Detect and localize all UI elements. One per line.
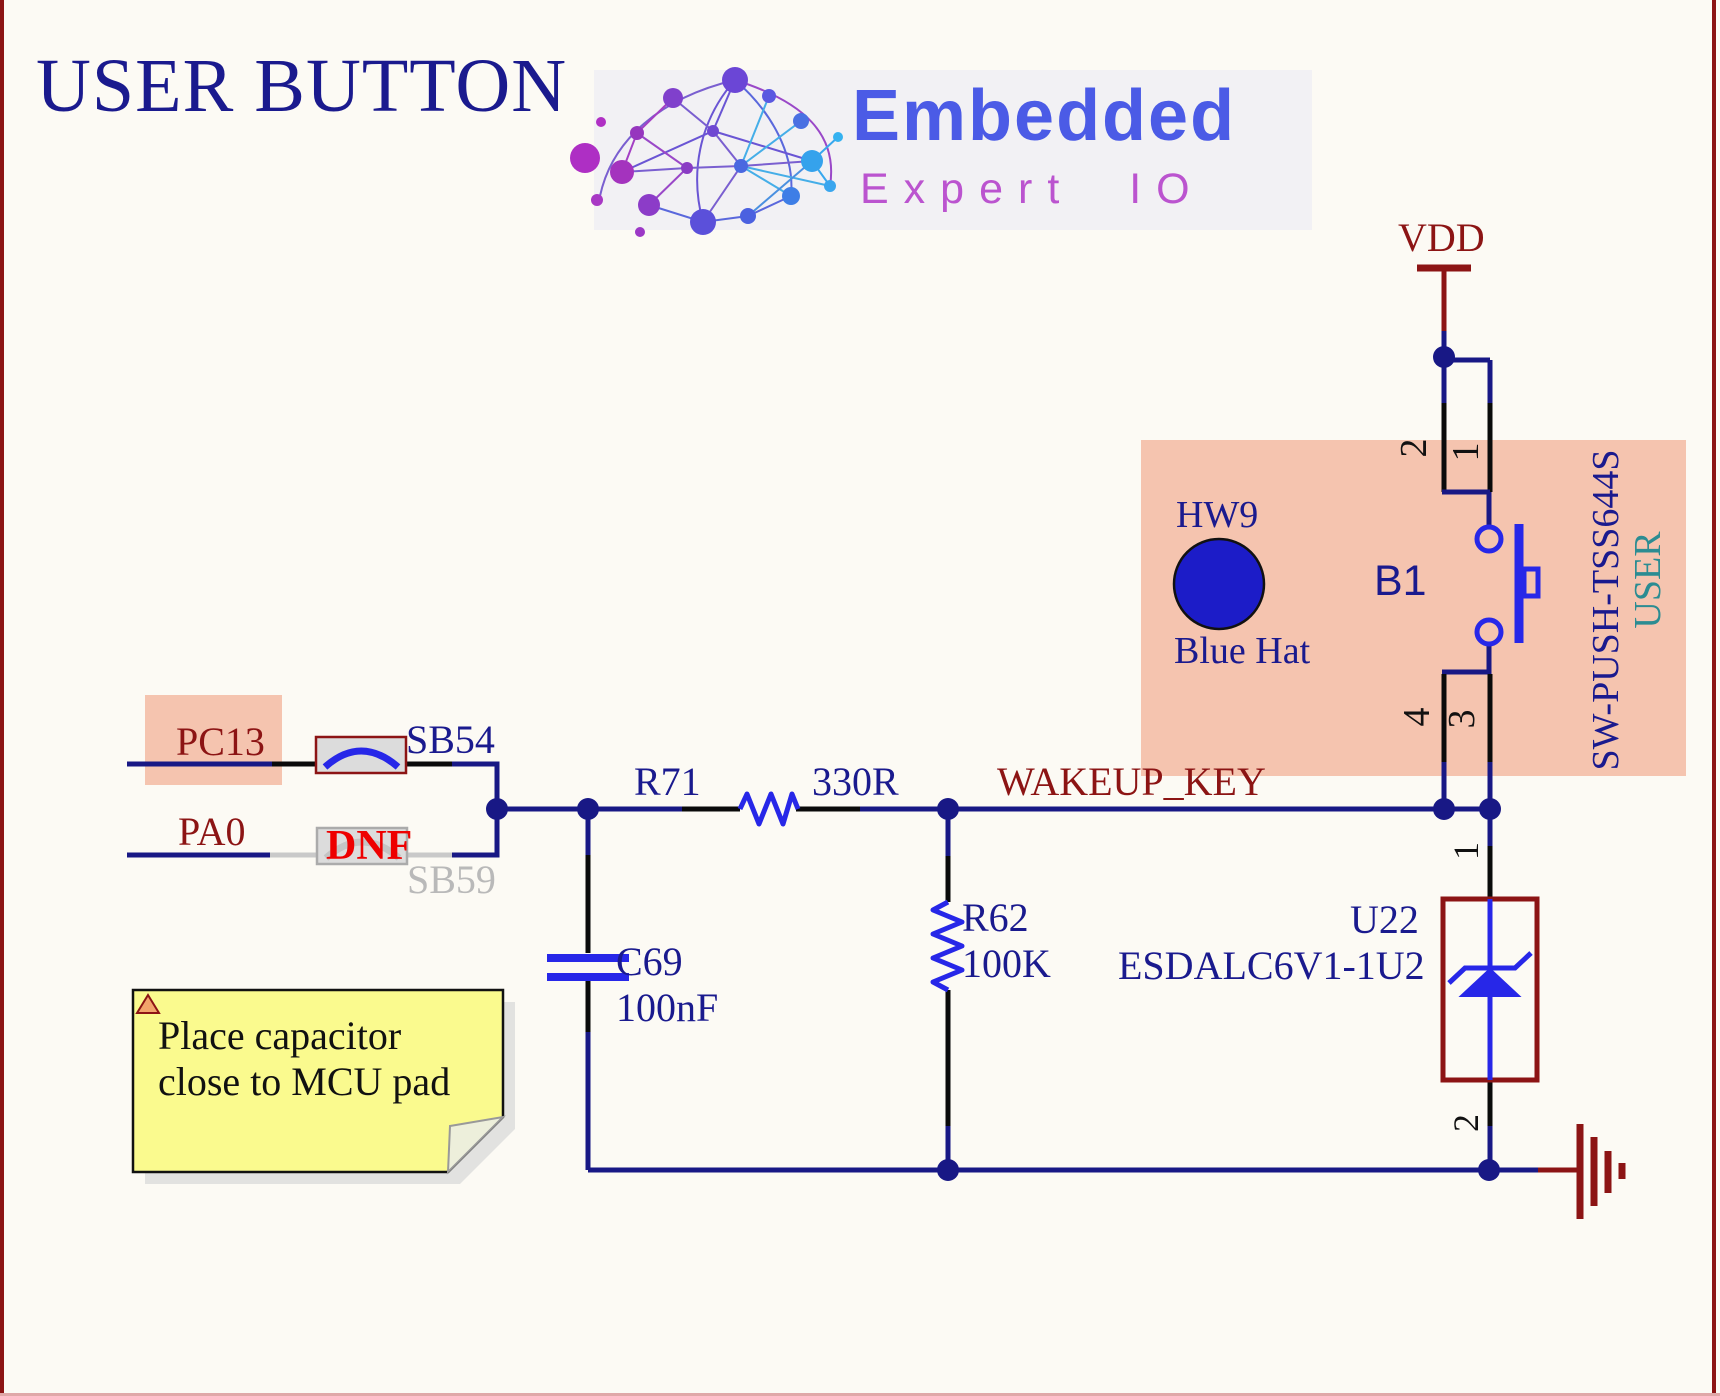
button-pin4-label: 4 [1396, 707, 1438, 727]
page-title: USER BUTTON [36, 44, 568, 128]
resistor-r71-symbol [737, 791, 801, 827]
c69-ref-label: C69 [616, 939, 683, 984]
logo [570, 67, 1312, 237]
net-label-vdd: VDD [1398, 215, 1485, 260]
logo-globe-nodes [570, 67, 843, 237]
r71-value-label: 330R [812, 759, 899, 804]
esd-diode-u22-symbol [1440, 896, 1540, 1083]
wire-pc13 [127, 761, 500, 809]
hat-ref-label: HW9 [1176, 494, 1259, 536]
ground-symbol [1576, 1124, 1626, 1219]
r62-ref-label: R62 [962, 895, 1029, 940]
u22-part-label: ESDALC6V1-1U2 [1118, 943, 1425, 988]
button-pin3-label: 3 [1441, 709, 1483, 729]
note-pin-icon [135, 993, 161, 1014]
highlight-pc13 [145, 695, 282, 785]
blue-hat-symbol [1172, 537, 1266, 631]
sticky-note [131, 988, 515, 1184]
logo-background [594, 70, 1312, 230]
bridge-label-sb54: SB54 [406, 717, 495, 762]
capacitor-c69-symbol [547, 954, 629, 981]
button-pin1-label: 1 [1445, 442, 1487, 462]
bridge-dnf-label: DNF [326, 823, 413, 869]
wire-pa0 [127, 811, 500, 858]
wire-button-pins [1441, 357, 1493, 809]
u22-ref-label: U22 [1350, 897, 1419, 942]
junction-dots [486, 346, 1501, 1181]
sheet-border-bottom [0, 1393, 1720, 1396]
port-label-pc13: PC13 [176, 719, 265, 764]
solder-bridge-sb59-symbol [315, 826, 409, 866]
button-pin2-label: 2 [1393, 438, 1435, 458]
solder-bridge-sb54-symbol [314, 735, 408, 775]
c69-value-label: 100nF [616, 985, 719, 1030]
u22-pin1-label: 1 [1446, 842, 1486, 860]
u22-pin2-label: 2 [1446, 1114, 1486, 1132]
resistor-r62-symbol [930, 899, 965, 993]
push-button-b1-symbol [1474, 524, 1541, 647]
sheet-border-right [1712, 0, 1716, 1396]
bridge-label-sb59: SB59 [407, 857, 496, 902]
button-ref-label: B1 [1374, 557, 1427, 605]
logo-brand-text: Embedded [852, 76, 1237, 156]
logo-sub-text: Expert IO [860, 165, 1205, 213]
note-text-line2: close to MCU pad [158, 1059, 451, 1104]
logo-globe-icon [599, 79, 839, 224]
button-part-label: SW-PUSH-TSS644S [1585, 449, 1627, 771]
r71-ref-label: R71 [634, 759, 701, 804]
net-label-user: USER [1627, 531, 1669, 629]
r62-value-label: 100K [962, 941, 1051, 986]
port-label-pa0: PA0 [178, 809, 246, 854]
sheet-border-left [0, 0, 4, 1396]
note-text-line1: Place capacitor [158, 1013, 402, 1058]
hat-name-label: Blue Hat [1174, 630, 1311, 672]
net-label-wakeup-key: WAKEUP_KEY [997, 759, 1266, 804]
